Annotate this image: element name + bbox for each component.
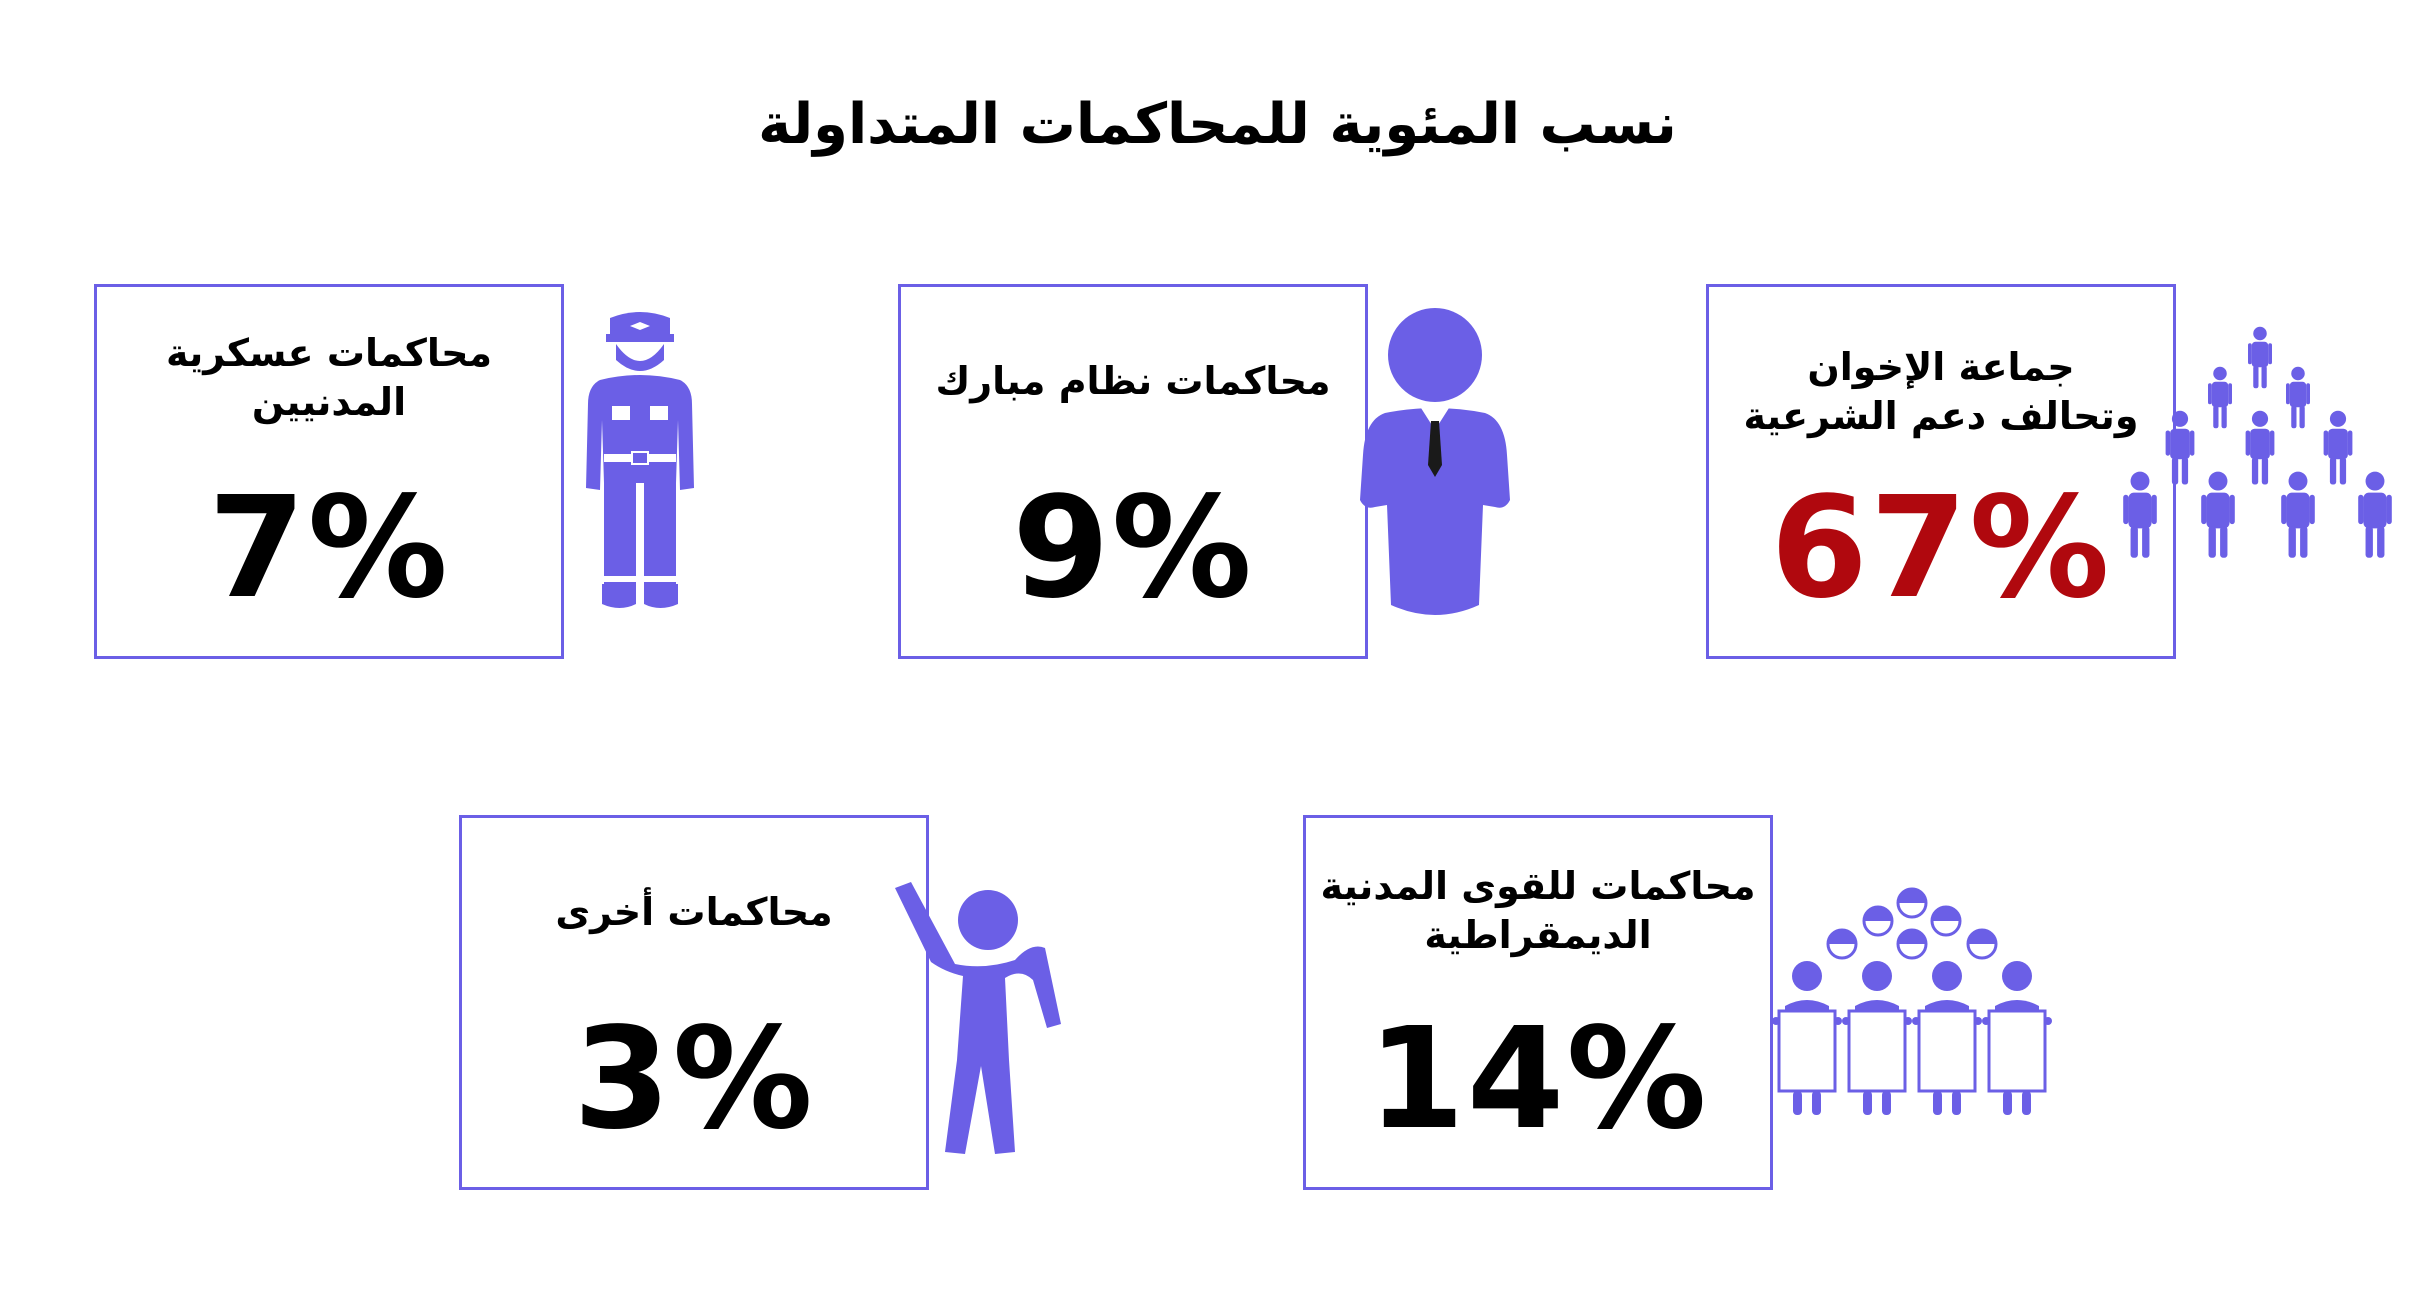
stat-label-line: جماعة الإخوان [1807,345,2075,389]
stat-value: 67% [1770,467,2112,630]
protesters-icon-svg [1770,887,2054,1117]
stat-label-line: وتحالف دعم الشرعية [1743,394,2139,439]
soldier-icon-svg [586,312,694,608]
stat-card-other: محاكمات أخرى 3% [459,815,929,1190]
stat-label: جماعة الإخوان وتحالف دعم الشرعية [1709,343,2173,442]
waving-person-icon-svg [895,882,1061,1154]
stat-card-mubarak: محاكمات نظام مبارك 9% [898,284,1368,659]
stat-card-military: محاكمات عسكرية المدنيين 7% [94,284,564,659]
stat-label-line: المدنيين [251,380,407,425]
businessman-icon-svg [1360,308,1510,615]
stat-label-line: محاكمات عسكرية [165,331,493,375]
crowd-icon-svg [2123,326,2392,558]
stat-label: محاكمات للقوى المدنية الديمقراطية [1306,862,1770,961]
stat-value: 3% [573,998,815,1161]
stat-label: محاكمات نظام مبارك [901,357,1365,406]
stat-value: 9% [1012,467,1254,630]
protesters-icon [1770,887,2055,1118]
stat-label: محاكمات عسكرية المدنيين [97,329,561,428]
stat-card-civil-forces: محاكمات للقوى المدنية الديمقراطية 14% [1303,815,1773,1190]
soldier-icon [580,308,700,618]
stat-label: محاكمات أخرى [462,888,926,937]
stat-value: 14% [1367,998,1709,1161]
stat-label-line: الديمقراطية [1424,913,1652,958]
waving-person-icon [885,880,1075,1165]
crowd-icon [2120,325,2400,558]
stat-label-line: محاكمات أخرى [555,890,833,934]
stat-value: 7% [208,467,450,630]
page-title: نسب المئوية للمحاكمات المتداولة [758,92,1677,157]
stat-label-line: محاكمات للقوى المدنية [1320,864,1756,908]
stat-label-line: محاكمات نظام مبارك [935,359,1331,403]
stat-card-brotherhood: جماعة الإخوان وتحالف دعم الشرعية 67% [1706,284,2176,659]
businessman-icon [1355,305,1515,630]
